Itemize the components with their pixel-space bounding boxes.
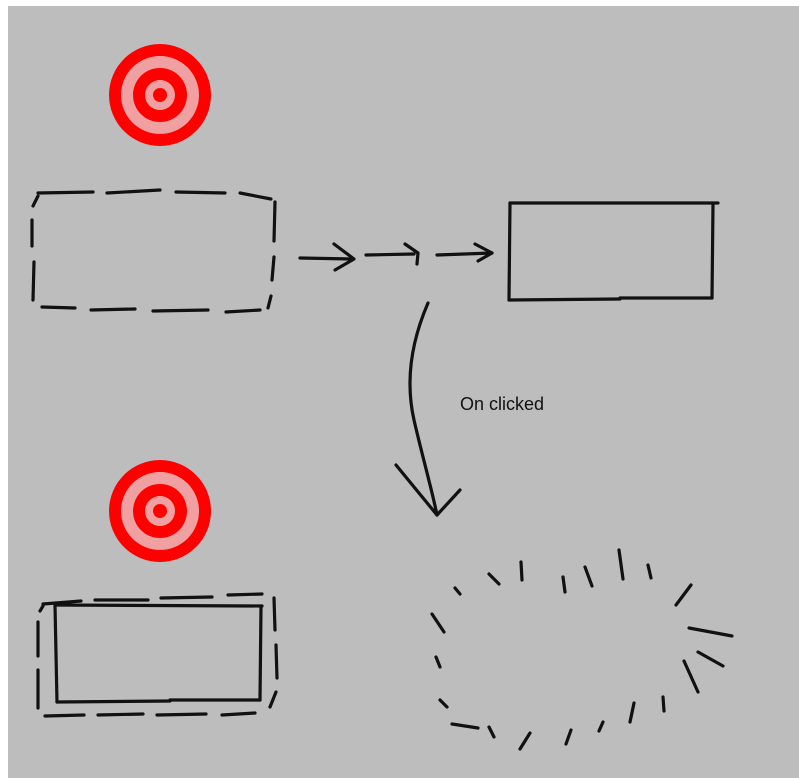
click-burst-oval [432, 550, 732, 749]
solid-rectangle-result [509, 203, 718, 300]
dashed-rectangle-initial [32, 190, 275, 312]
dashed-arrow-right [300, 244, 492, 270]
target-icon-top [109, 44, 211, 146]
curved-arrow-down [396, 303, 460, 515]
on-clicked-label: On clicked [460, 394, 544, 415]
target-icon-bottom [109, 460, 211, 562]
selected-rectangle-with-dashed-outline [38, 594, 277, 716]
